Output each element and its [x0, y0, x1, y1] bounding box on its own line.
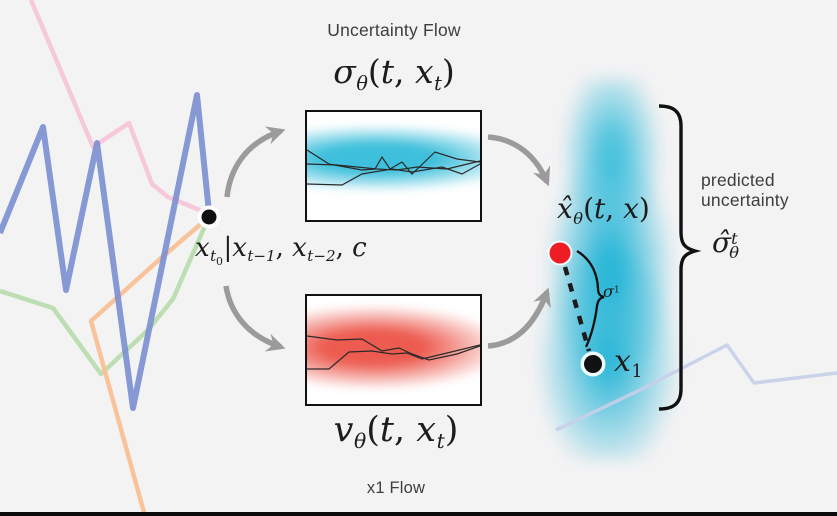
sigma-flow-box: [305, 110, 482, 222]
uncertainty-flow-title: Uncertainty Flow: [327, 20, 461, 40]
sigma-flow-density: [307, 112, 480, 220]
xhat-formula: x̂θ(t, x): [557, 192, 650, 228]
v-flow-samples: [307, 335, 480, 370]
v-flow-box: [305, 294, 482, 406]
series-line-pink: [28, 0, 208, 216]
bottom-border: [0, 512, 837, 516]
conditioning-formula: xt0|xt−1, xt−2, c: [195, 233, 367, 269]
series-line-green: [0, 218, 211, 377]
v-flow-formula: vθ(t, xt): [333, 410, 459, 454]
predicted-uncertainty-label: predicted uncertainty: [701, 170, 789, 210]
x1-label: x1: [614, 344, 643, 383]
sigma-flow-formula: σθ(t, xt): [333, 52, 455, 95]
sigma-flow-samples: [307, 149, 480, 186]
x1-flow-title: x1 Flow: [366, 479, 426, 497]
conditioning-point: [197, 205, 221, 229]
predicted-uncertainty-line1: predicted: [701, 170, 775, 190]
sigma1-label: σ1: [603, 282, 620, 301]
series-line-orange: [88, 215, 211, 516]
arrow-to-v-flow-icon: [223, 285, 286, 352]
arrow-to-sigma-flow-icon: [224, 126, 286, 198]
v-flow-density: [307, 296, 480, 404]
sigma-hat-formula: σ̂tθ: [712, 226, 739, 262]
predicted-uncertainty-line2: uncertainty: [701, 190, 789, 210]
series-line-blue: [0, 92, 213, 411]
predicted-uncertainty-blob: [522, 78, 702, 460]
